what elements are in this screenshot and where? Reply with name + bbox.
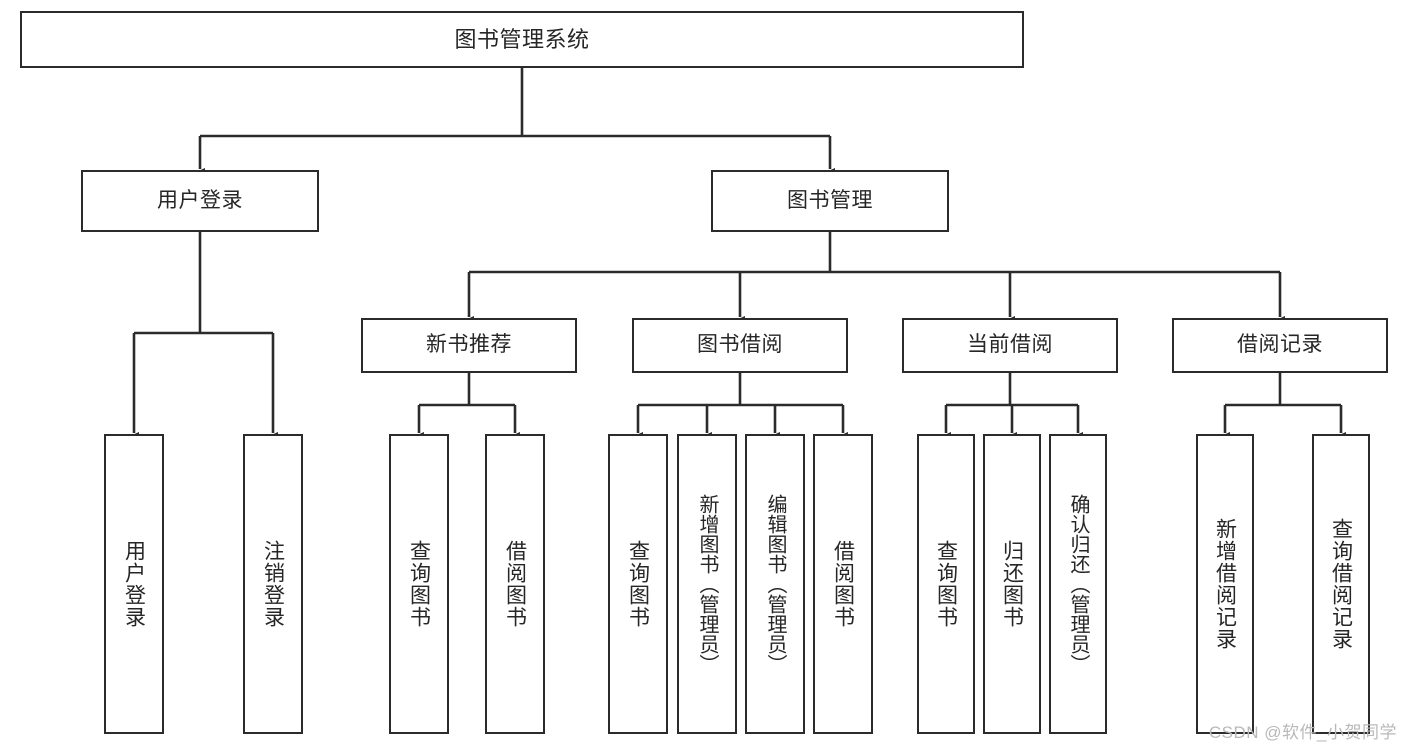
node-label-leaf-return-book: 归还图书: [1000, 540, 1024, 628]
node-label-leaf-query-book-2: 查询图书: [626, 540, 650, 628]
node-label-leaf-query-record: 查询借阅记录: [1329, 518, 1353, 650]
node-current-borrow[interactable]: 当前借阅: [902, 318, 1118, 373]
node-label-leaf-edit-book: 编辑图书（管理员）: [764, 494, 786, 674]
node-label-user-login: 用户登录: [157, 188, 243, 212]
node-user-login[interactable]: 用户登录: [81, 170, 319, 232]
node-label-leaf-query-book-1: 查询图书: [407, 540, 431, 628]
node-label-leaf-borrow-book-1: 借阅图书: [503, 540, 527, 628]
node-label-leaf-logout: 注销登录: [261, 540, 285, 628]
node-leaf-logout[interactable]: 注销登录: [243, 434, 303, 734]
node-label-leaf-add-record: 新增借阅记录: [1213, 518, 1237, 650]
node-borrow-records[interactable]: 借阅记录: [1172, 318, 1388, 373]
node-label-leaf-add-book: 新增图书（管理员）: [696, 494, 718, 674]
node-leaf-borrow-book-2[interactable]: 借阅图书: [813, 434, 873, 734]
node-leaf-add-book[interactable]: 新增图书（管理员）: [677, 434, 737, 734]
node-new-book-recommend[interactable]: 新书推荐: [361, 318, 577, 373]
node-label-leaf-query-book-3: 查询图书: [934, 540, 958, 628]
node-label-leaf-borrow-book-2: 借阅图书: [831, 540, 855, 628]
node-label-leaf-confirm-return: 确认归还（管理员）: [1067, 494, 1089, 674]
node-label-book-management: 图书管理: [787, 188, 873, 212]
node-leaf-confirm-return[interactable]: 确认归还（管理员）: [1049, 434, 1107, 734]
node-root[interactable]: 图书管理系统: [20, 11, 1024, 68]
node-leaf-query-record[interactable]: 查询借阅记录: [1312, 434, 1370, 734]
node-label-new-book-recommend: 新书推荐: [426, 333, 512, 357]
node-leaf-user-login[interactable]: 用户登录: [104, 434, 164, 734]
node-leaf-query-book-3[interactable]: 查询图书: [917, 434, 975, 734]
node-leaf-return-book[interactable]: 归还图书: [983, 434, 1041, 734]
node-leaf-edit-book[interactable]: 编辑图书（管理员）: [745, 434, 805, 734]
node-label-current-borrow: 当前借阅: [967, 333, 1053, 357]
node-book-borrow[interactable]: 图书借阅: [632, 318, 848, 373]
node-label-leaf-user-login: 用户登录: [122, 540, 146, 628]
node-book-management[interactable]: 图书管理: [711, 170, 949, 232]
node-leaf-query-book-1[interactable]: 查询图书: [389, 434, 449, 734]
node-leaf-query-book-2[interactable]: 查询图书: [608, 434, 668, 734]
node-label-book-borrow: 图书借阅: [697, 333, 783, 357]
node-label-root: 图书管理系统: [454, 26, 590, 52]
connector-group: [129, 68, 1346, 441]
node-label-borrow-records: 借阅记录: [1237, 333, 1323, 357]
node-leaf-borrow-book-1[interactable]: 借阅图书: [485, 434, 545, 734]
node-leaf-add-record[interactable]: 新增借阅记录: [1196, 434, 1254, 734]
